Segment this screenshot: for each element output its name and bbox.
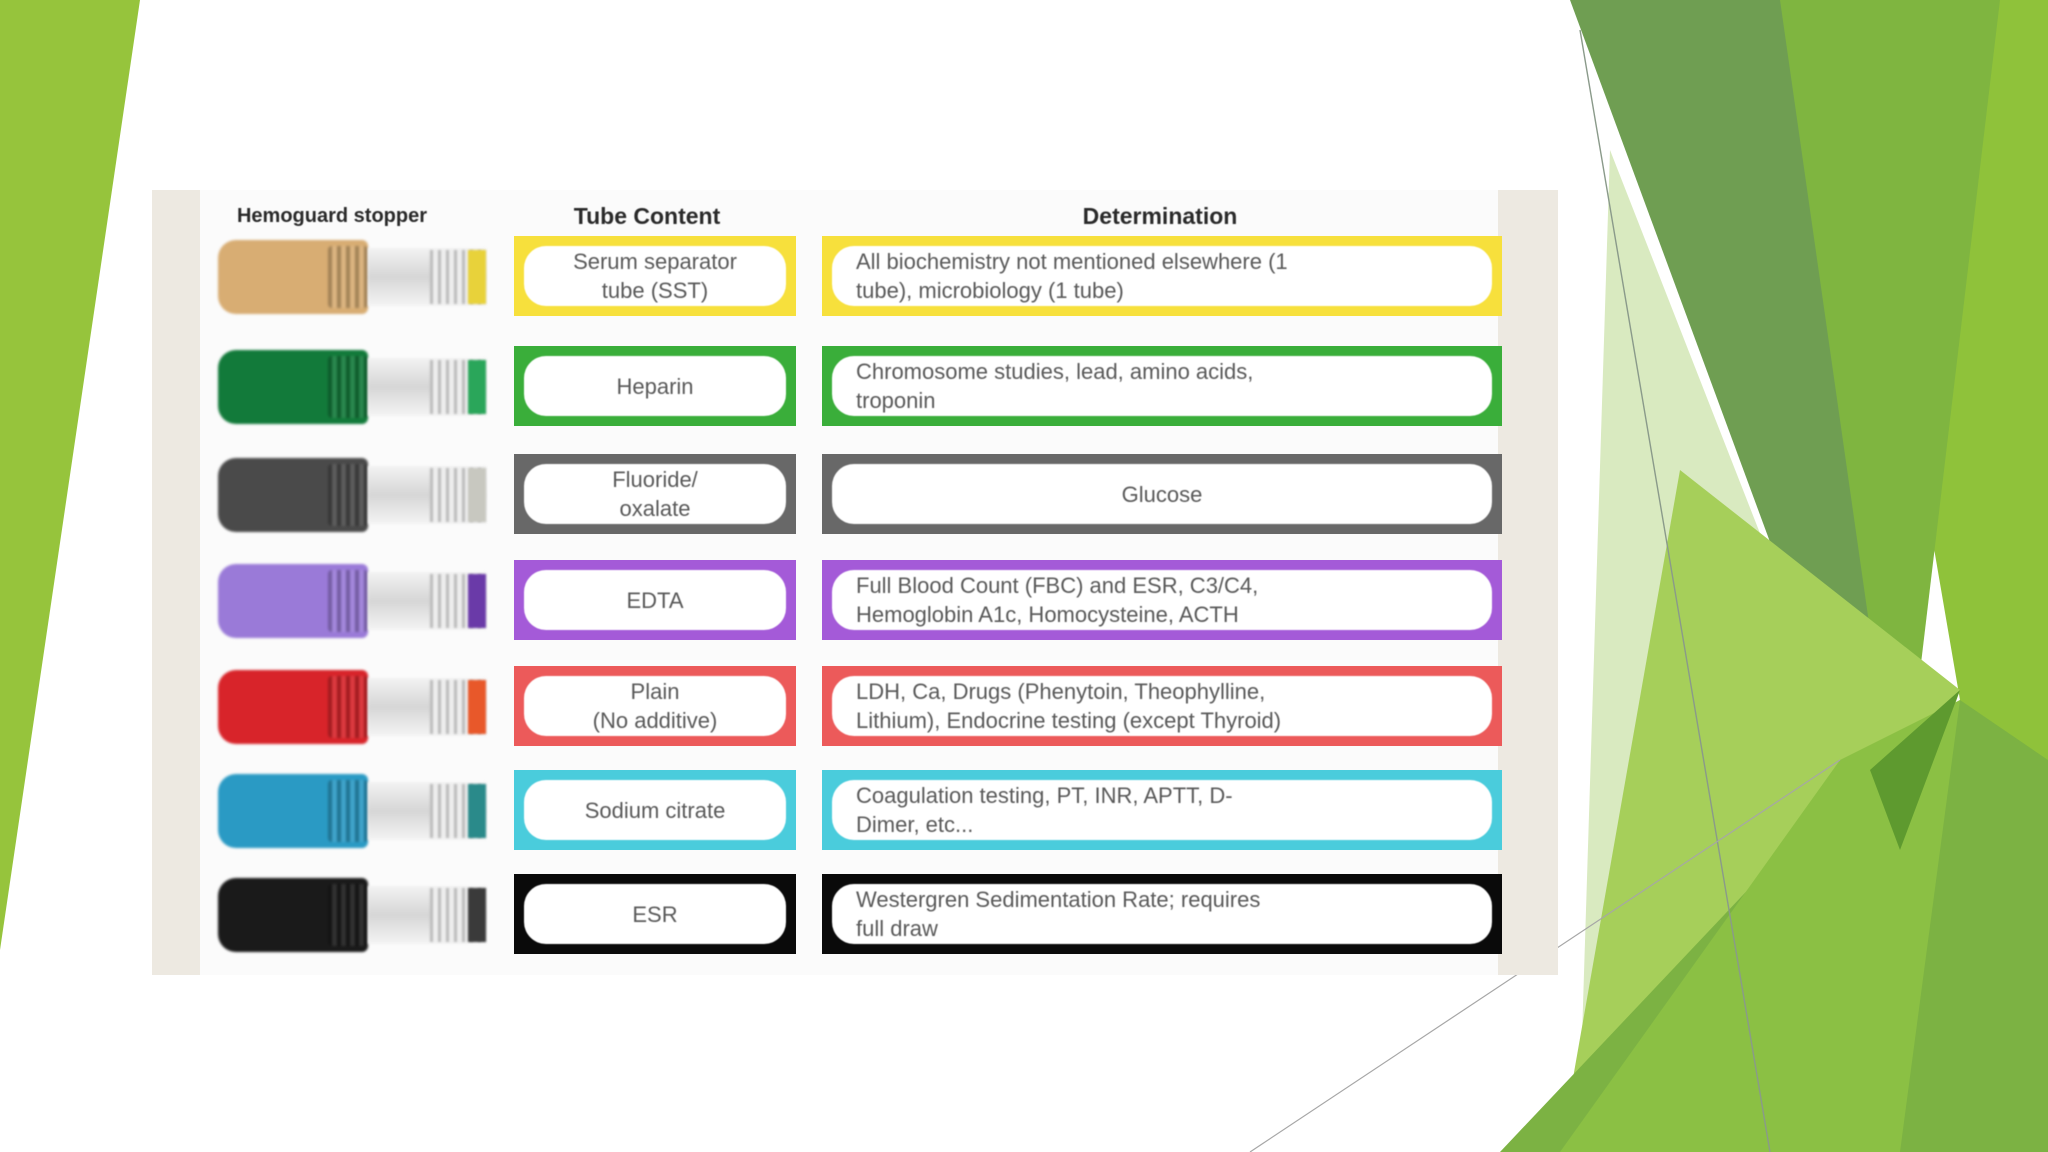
determination-pill: Glucose bbox=[832, 464, 1492, 524]
tube-chart-image: Hemoguard stopper Tube Content Determina… bbox=[152, 190, 1558, 975]
determination-cell: All biochemistry not mentioned elsewhere… bbox=[822, 236, 1502, 316]
tube-cap bbox=[218, 670, 368, 744]
cap-ridge bbox=[328, 246, 368, 308]
tube-cap bbox=[218, 564, 368, 638]
tube-content-text: Plain (No additive) bbox=[592, 679, 718, 733]
tube-color-strip bbox=[468, 468, 486, 522]
table-row: Sodium citrate Coagulation testing, PT, I… bbox=[152, 762, 1558, 858]
tube-content-text: Heparin bbox=[616, 373, 694, 399]
tube-color-strip bbox=[468, 784, 486, 838]
cap-ridge bbox=[328, 884, 368, 946]
determination-text: Westergren Sedimentation Rate; requires … bbox=[856, 887, 1261, 941]
tube-cap bbox=[218, 774, 368, 848]
cap-ridge bbox=[328, 464, 368, 526]
table-row: Heparin Chromosome studies, lead, amino a… bbox=[152, 338, 1558, 434]
tube-cap bbox=[218, 458, 368, 532]
thin-line-1 bbox=[1579, 29, 1771, 1152]
tube-content-pill: ESR bbox=[524, 884, 786, 944]
tube-illustration bbox=[218, 670, 488, 744]
header-tube-content: Tube Content bbox=[573, 203, 721, 229]
table-row: Plain (No additive) LDH, Ca, Drugs (Pheny… bbox=[152, 658, 1558, 754]
tube-illustration bbox=[218, 240, 488, 314]
tube-content-pill: Serum separator tube (SST) bbox=[524, 246, 786, 306]
tube-content-text: Fluoride/ oxalate bbox=[612, 467, 698, 521]
tube-content-text: Serum separator tube (SST) bbox=[573, 249, 737, 303]
determination-pill: Full Blood Count (FBC) and ESR, C3/C4, H… bbox=[832, 570, 1492, 630]
determination-cell: Westergren Sedimentation Rate; requires … bbox=[822, 874, 1502, 954]
cap-ridge bbox=[328, 676, 368, 738]
tube-content-cell: Sodium citrate bbox=[514, 770, 796, 850]
determination-text: Glucose bbox=[1121, 481, 1203, 507]
tube-illustration bbox=[218, 458, 488, 532]
table-row: Fluoride/ oxalate Glucose bbox=[152, 446, 1558, 542]
tube-content-text: EDTA bbox=[626, 587, 684, 613]
tube-content-text: ESR bbox=[632, 901, 678, 927]
tube-illustration bbox=[218, 564, 488, 638]
tube-color-strip bbox=[468, 888, 486, 942]
determination-text: Coagulation testing, PT, INR, APTT, D- D… bbox=[856, 783, 1233, 837]
determination-cell: Glucose bbox=[822, 454, 1502, 534]
tube-content-cell: Fluoride/ oxalate bbox=[514, 454, 796, 534]
determination-pill: Westergren Sedimentation Rate; requires … bbox=[832, 884, 1492, 944]
tube-cap bbox=[218, 878, 368, 952]
tube-color-strip bbox=[468, 574, 486, 628]
tube-cap bbox=[218, 240, 368, 314]
tube-content-cell: Serum separator tube (SST) bbox=[514, 236, 796, 316]
tube-illustration bbox=[218, 878, 488, 952]
tube-content-cell: Heparin bbox=[514, 346, 796, 426]
determination-text: Full Blood Count (FBC) and ESR, C3/C4, H… bbox=[856, 573, 1259, 627]
tube-illustration bbox=[218, 350, 488, 424]
table-row: Serum separator tube (SST) All biochemist… bbox=[152, 228, 1558, 324]
tube-illustration bbox=[218, 774, 488, 848]
right-dark-corner bbox=[1870, 690, 1960, 850]
tube-color-strip bbox=[468, 680, 486, 734]
tube-content-cell: ESR bbox=[514, 874, 796, 954]
left-green-wedge bbox=[0, 0, 140, 950]
determination-cell: Chromosome studies, lead, amino acids, t… bbox=[822, 346, 1502, 426]
determination-pill: All biochemistry not mentioned elsewhere… bbox=[832, 246, 1492, 306]
header-determination: Determination bbox=[1082, 203, 1238, 229]
tube-content-cell: Plain (No additive) bbox=[514, 666, 796, 746]
determination-text: LDH, Ca, Drugs (Phenytoin, Theophylline,… bbox=[856, 679, 1282, 733]
tube-cap bbox=[218, 350, 368, 424]
tube-content-pill: Heparin bbox=[524, 356, 786, 416]
header-stopper: Hemoguard stopper bbox=[236, 205, 428, 227]
tube-content-cell: EDTA bbox=[514, 560, 796, 640]
cap-ridge bbox=[328, 356, 368, 418]
cap-ridge bbox=[328, 780, 368, 842]
determination-pill: LDH, Ca, Drugs (Phenytoin, Theophylline,… bbox=[832, 676, 1492, 736]
table-row: ESR Westergren Sedimentation Rate; requir… bbox=[152, 866, 1558, 962]
tube-content-pill: Sodium citrate bbox=[524, 780, 786, 840]
determination-text: Chromosome studies, lead, amino acids, t… bbox=[856, 359, 1254, 413]
right-mid-green-facet bbox=[1780, 0, 2000, 840]
determination-cell: Coagulation testing, PT, INR, APTT, D- D… bbox=[822, 770, 1502, 850]
tube-content-pill: Plain (No additive) bbox=[524, 676, 786, 736]
tube-content-text: Sodium citrate bbox=[584, 797, 726, 823]
determination-pill: Chromosome studies, lead, amino acids, t… bbox=[832, 356, 1492, 416]
cap-ridge bbox=[328, 570, 368, 632]
determination-cell: LDH, Ca, Drugs (Phenytoin, Theophylline,… bbox=[822, 666, 1502, 746]
tube-color-strip bbox=[468, 250, 486, 304]
table-row: EDTA Full Blood Count (FBC) and ESR, C3/C… bbox=[152, 552, 1558, 648]
tube-content-pill: EDTA bbox=[524, 570, 786, 630]
right-lower-facet bbox=[1560, 700, 1960, 1152]
tube-content-pill: Fluoride/ oxalate bbox=[524, 464, 786, 524]
determination-cell: Full Blood Count (FBC) and ESR, C3/C4, H… bbox=[822, 560, 1502, 640]
tube-rows: Serum separator tube (SST) All biochemist… bbox=[152, 190, 1558, 975]
determination-pill: Coagulation testing, PT, INR, APTT, D- D… bbox=[832, 780, 1492, 840]
tube-color-strip bbox=[468, 360, 486, 414]
determination-text: All biochemistry not mentioned elsewhere… bbox=[856, 249, 1288, 303]
right-bright-facet bbox=[1560, 470, 1960, 1152]
